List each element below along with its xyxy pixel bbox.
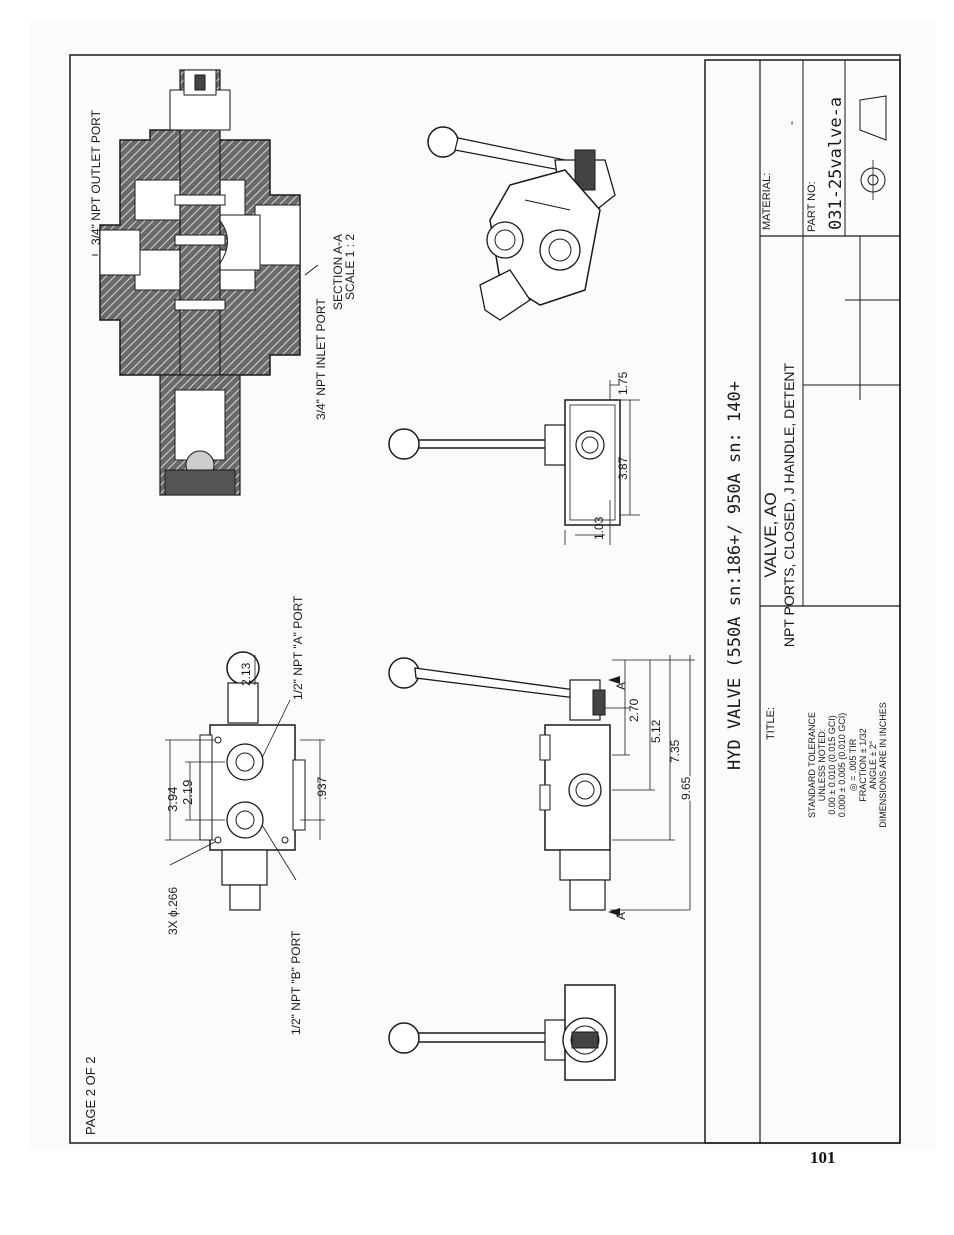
dim-2-19: 2.19 <box>180 780 195 805</box>
part-no-value: 031-25valve-a <box>826 97 846 230</box>
svg-text:STANDARD TOLERANCE: STANDARD TOLERANCE <box>807 712 817 818</box>
svg-text:0.00 ± 0.010 (0.015 GCI): 0.00 ± 0.010 (0.015 GCI) <box>827 715 837 815</box>
front-view <box>388 657 611 911</box>
isometric-view <box>427 126 616 321</box>
top-view <box>199 651 306 911</box>
section-scale: SCALE 1 : 2 <box>343 234 357 300</box>
port-b-label: 1/2" NPT "B" PORT <box>289 930 303 1035</box>
page-label: PAGE 2 OF 2 <box>83 1056 98 1135</box>
dim-3-87: 3.87 <box>616 456 630 480</box>
dim-2-13: 2.13 <box>239 662 253 686</box>
title-label: TITLE: <box>765 707 777 740</box>
end-view-dims <box>564 380 640 545</box>
port-a-label: 1/2" NPT "A" PORT <box>291 595 305 700</box>
dim-2-70: 2.70 <box>627 698 641 722</box>
bottom-end-view <box>388 984 616 1081</box>
outlet-port-label: 3/4" NPT OUTLET PORT <box>89 109 103 245</box>
dim-7-35: 7.35 <box>668 739 682 763</box>
front-view-dims <box>605 655 695 916</box>
dim-0-937: .937 <box>315 776 329 800</box>
svg-text:UNLESS NOTED:: UNLESS NOTED: <box>817 729 827 802</box>
dim-9-65: 9.65 <box>679 776 693 800</box>
svg-text:DIMENSIONS ARE IN INCHES: DIMENSIONS ARE IN INCHES <box>878 702 888 828</box>
dim-5-12: 5.12 <box>649 719 663 743</box>
material-value: - <box>784 121 798 125</box>
cut-label-top: A <box>614 682 628 690</box>
title-block <box>704 59 901 1144</box>
end-view <box>388 399 621 526</box>
material-label: MATERIAL: <box>761 173 773 230</box>
section-label: SECTION A-A <box>331 234 345 310</box>
svg-text:ANGLE ± 2°: ANGLE ± 2° <box>868 740 878 789</box>
hand-title: HYD VALVE (550A sn:186+/ 950A sn: 140+ <box>725 381 745 770</box>
dim-1-03: 1.03 <box>592 516 606 540</box>
title-line-1: VALVE, AO <box>761 492 780 577</box>
title-line-2: NPT PORTS, CLOSED, J HANDLE, DETENT <box>781 362 797 647</box>
svg-text:0.000 ± 0.005 (0.010 GCI): 0.000 ± 0.005 (0.010 GCI) <box>837 713 847 818</box>
page-number: 101 <box>810 1148 836 1167</box>
tolerance-block: STANDARD TOLERANCE UNLESS NOTED: 0.00 ± … <box>807 702 888 828</box>
dim-1-75: 1.75 <box>616 371 630 395</box>
cut-label-bottom: A <box>614 912 628 920</box>
svg-text:FRACTION ± 1/32: FRACTION ± 1/32 <box>858 728 868 801</box>
svg-text:◎ = .005 TIR: ◎ = .005 TIR <box>848 738 858 791</box>
holes-callout: 3X ϕ.266 <box>166 887 180 935</box>
top-view-dims <box>165 655 325 881</box>
projection-symbol-icon <box>859 95 887 200</box>
section-view <box>92 69 319 496</box>
inlet-port-label: 3/4" NPT INLET PORT <box>314 298 328 420</box>
dim-3-94: 3.94 <box>165 787 180 812</box>
part-no-label: PART NO: <box>806 181 818 232</box>
